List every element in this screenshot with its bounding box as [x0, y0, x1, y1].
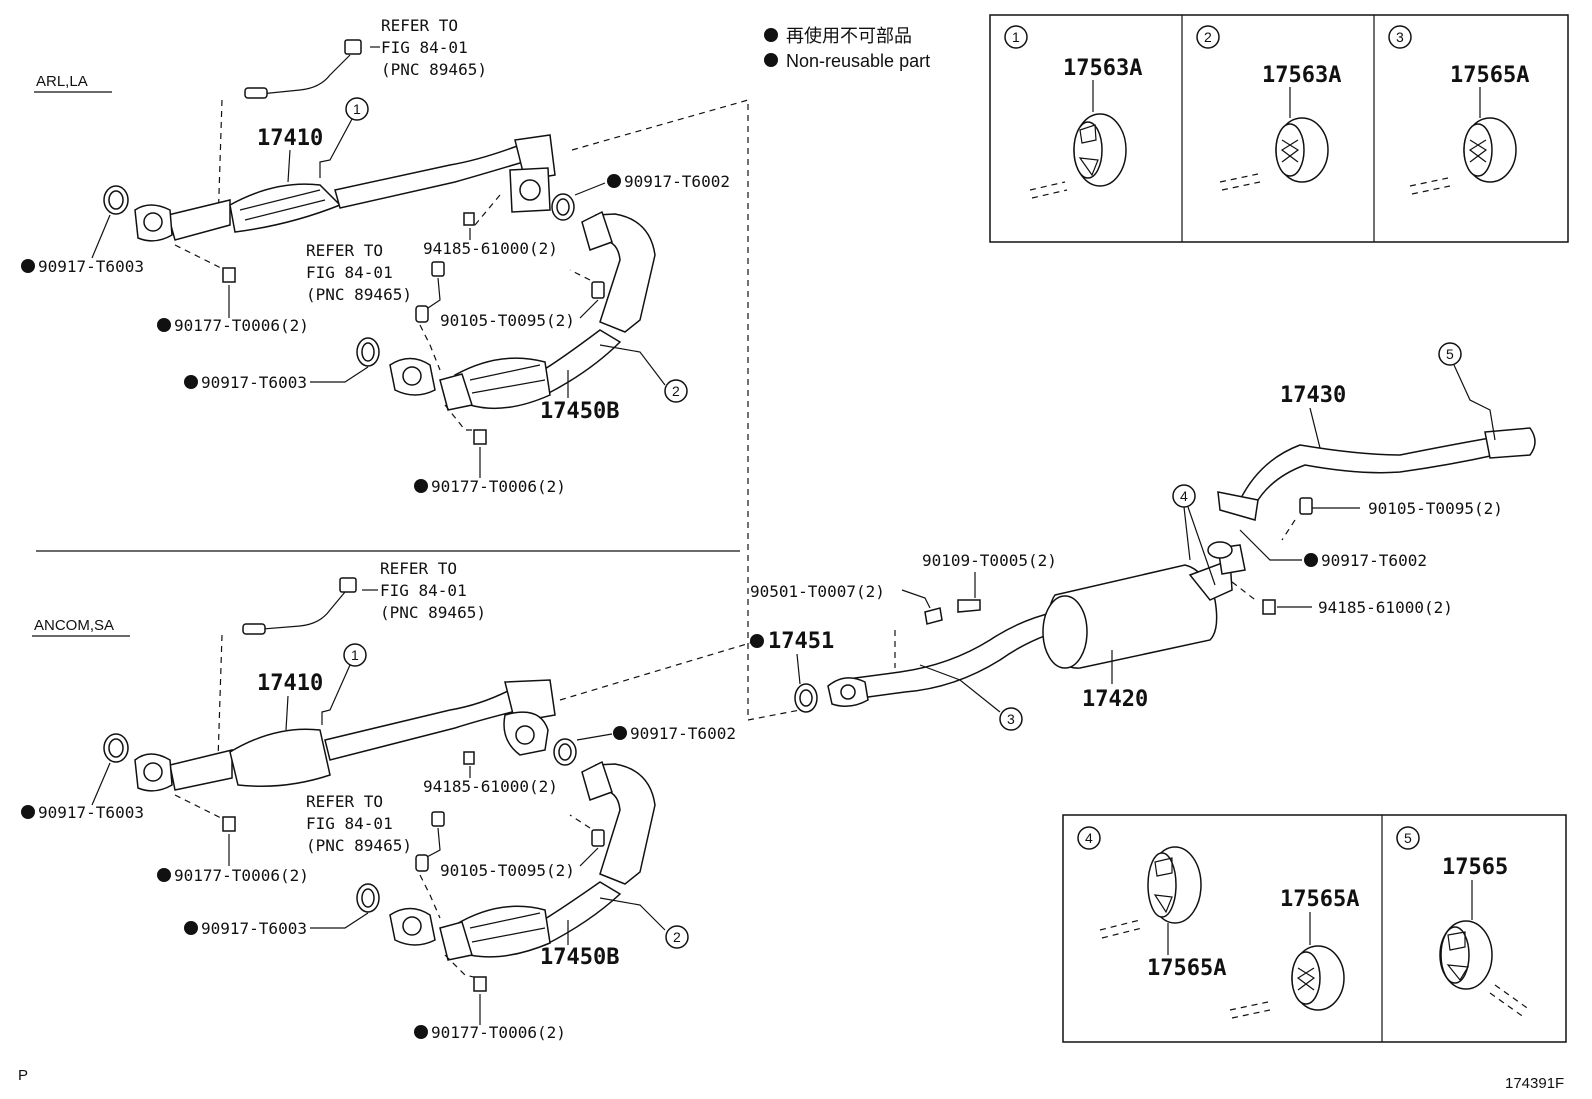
- callout-2: 2: [672, 383, 680, 399]
- inset-callout-5: 5: [1404, 830, 1412, 846]
- callout-4: 4: [1180, 488, 1188, 504]
- label-90917-T6003: 90917-T6003: [38, 803, 144, 822]
- refer-text: (PNC 89465): [306, 285, 412, 304]
- inset-panel-bottom: 4 17565A 17565A 5 17565: [1062, 814, 1567, 1043]
- figure-id: 174391F: [1505, 1075, 1564, 1092]
- label-90917-T6002: 90917-T6002: [630, 724, 736, 743]
- part-17451: 17451: [768, 629, 834, 654]
- o2-sensor-icon: [431, 261, 445, 277]
- refer-text: REFER TO: [306, 792, 383, 811]
- part-17420: 17420: [1082, 687, 1148, 712]
- label-90917-T6002: 90917-T6002: [1321, 551, 1427, 570]
- legend: 再使用不可部品 Non-reusable part: [764, 26, 930, 71]
- legend-jp: 再使用不可部品: [786, 26, 912, 46]
- label-90917-T6003: 90917-T6003: [201, 919, 307, 938]
- refer-text: FIG 84-01: [380, 581, 467, 600]
- legend-en: Non-reusable part: [786, 51, 930, 71]
- inset-callout-2: 2: [1204, 29, 1212, 45]
- callout-2: 2: [673, 929, 681, 945]
- bottom-group: REFER TO FIG 84-01 (PNC 89465) 17410 1 9…: [21, 559, 736, 1042]
- callout-3: 3: [1007, 711, 1015, 727]
- label-90105-T0095: 90105-T0095(2): [440, 311, 575, 330]
- label-90917-T6002: 90917-T6002: [624, 172, 730, 191]
- inset-part-4b: 17565A: [1280, 887, 1359, 912]
- non-reusable-dot-icon: [764, 28, 778, 42]
- refer-text: FIG 84-01: [306, 814, 393, 833]
- label-90177-T0006: 90177-T0006(2): [431, 477, 566, 496]
- callout-1: 1: [351, 647, 359, 663]
- label-90177-T0006: 90177-T0006(2): [174, 866, 309, 885]
- label-90917-T6003: 90917-T6003: [38, 257, 144, 276]
- top-group: REFER TO FIG 84-01 (PNC 89465) 17410 1 9…: [21, 16, 730, 496]
- callout-1: 1: [353, 101, 361, 117]
- o2-sensor-icon: [344, 39, 362, 55]
- inset-panel-top: 1 17563A 2 17563A 3 17565A: [989, 14, 1569, 243]
- inset-part-2: 17563A: [1262, 63, 1341, 88]
- label-90109-T0005: 90109-T0005(2): [922, 551, 1057, 570]
- rear-assembly: 17451 17420 90109-T0005(2) 90501-T0007(2…: [750, 342, 1536, 731]
- section-label-bottom: ANCOM,SA: [34, 617, 114, 634]
- label-94185-61000: 94185-61000(2): [1318, 598, 1453, 617]
- o2-sensor-icon: [431, 811, 445, 827]
- inset-callout-1: 1: [1012, 29, 1020, 45]
- refer-text: (PNC 89465): [306, 836, 412, 855]
- inset-part-1: 17563A: [1063, 56, 1142, 81]
- refer-text: FIG 84-01: [306, 263, 393, 282]
- label-90105-T0095: 90105-T0095(2): [440, 861, 575, 880]
- inset-callout-3: 3: [1396, 29, 1404, 45]
- label-94185-61000: 94185-61000(2): [423, 777, 558, 796]
- label-90917-T6003: 90917-T6003: [201, 373, 307, 392]
- o2-sensor-icon: [339, 577, 357, 593]
- inset-part-4a: 17565A: [1147, 956, 1226, 981]
- refer-text: REFER TO: [306, 241, 383, 260]
- part-17410: 17410: [257, 126, 323, 151]
- part-17410: 17410: [257, 671, 323, 696]
- label-90501-T0007: 90501-T0007(2): [750, 582, 885, 601]
- inset-part-3: 17565A: [1450, 63, 1529, 88]
- inset-callout-4: 4: [1085, 830, 1093, 846]
- refer-text: REFER TO: [381, 16, 458, 35]
- label-90105-T0095: 90105-T0095(2): [1368, 499, 1503, 518]
- part-17430: 17430: [1280, 383, 1346, 408]
- refer-text: FIG 84-01: [381, 38, 468, 57]
- section-label-top: ARL,LA: [36, 73, 88, 90]
- label-90177-T0006: 90177-T0006(2): [174, 316, 309, 335]
- part-17450B: 17450B: [540, 945, 619, 970]
- refer-text: REFER TO: [380, 559, 457, 578]
- inset-part-5: 17565: [1442, 855, 1508, 880]
- part-17450B: 17450B: [540, 399, 619, 424]
- label-94185-61000: 94185-61000(2): [423, 239, 558, 258]
- callout-5: 5: [1446, 346, 1454, 362]
- refer-text: (PNC 89465): [381, 60, 487, 79]
- refer-text: (PNC 89465): [380, 603, 486, 622]
- non-reusable-dot-icon: [764, 53, 778, 67]
- footer-left: P: [18, 1067, 28, 1084]
- label-90177-T0006: 90177-T0006(2): [431, 1023, 566, 1042]
